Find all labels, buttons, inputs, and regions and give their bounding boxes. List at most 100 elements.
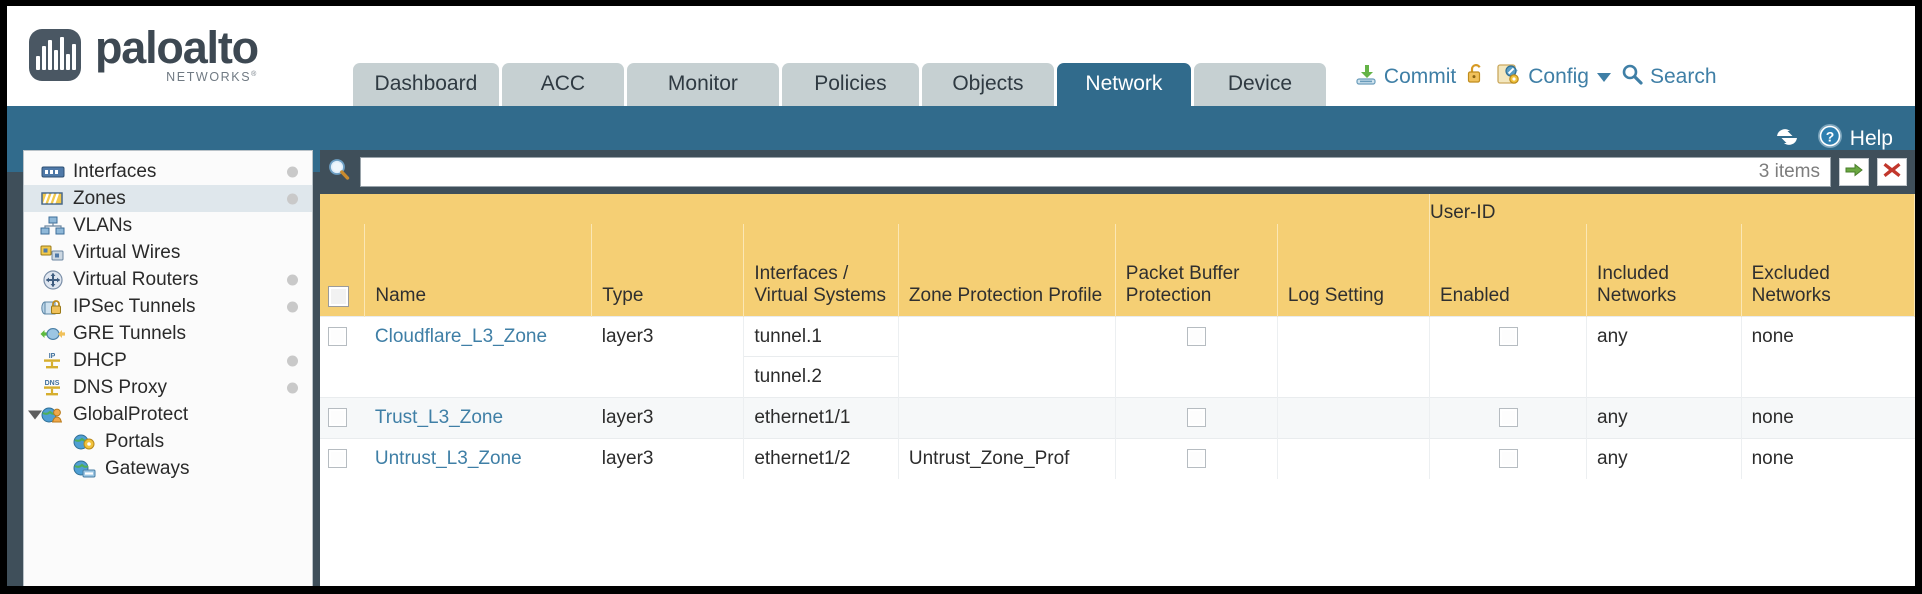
virtual-routers-icon (40, 269, 66, 290)
dns-proxy-icon: DNS (40, 378, 66, 398)
column-header-name[interactable]: Name (364, 224, 593, 316)
sidebar-item-label: Virtual Routers (73, 268, 199, 290)
row-select-cell[interactable] (320, 437, 365, 479)
row-checkbox[interactable] (328, 449, 347, 469)
packet-buffer-protection-checkbox[interactable] (1186, 449, 1206, 469)
config-menu[interactable]: Config (1496, 62, 1611, 92)
search-magnifier-icon[interactable] (326, 157, 352, 188)
sidebar-item-virtual-routers[interactable]: Virtual Routers (24, 266, 312, 293)
svg-text:DNS: DNS (45, 380, 60, 387)
sidebar-item-label: Virtual Wires (73, 241, 181, 263)
tab-policies[interactable]: Policies (781, 62, 919, 106)
help-button[interactable]: ? Help (1816, 122, 1893, 156)
table-row[interactable]: Untrust_L3_Zone layer3 ethernet1/2 Untru… (320, 437, 1915, 479)
chevron-down-icon[interactable] (1596, 72, 1611, 82)
status-dot (287, 382, 298, 393)
sidebar-item-portals[interactable]: Portals (24, 428, 312, 455)
tab-device[interactable]: Device (1193, 62, 1326, 106)
tab-acc[interactable]: ACC (501, 62, 624, 106)
top-action-bar: Commit (1354, 62, 1717, 92)
cell-included-networks: any (1586, 315, 1742, 398)
zone-name-link[interactable]: Untrust_L3_Zone (374, 447, 522, 469)
search-label: Search (1649, 65, 1717, 88)
ipsec-tunnels-icon (40, 297, 66, 317)
cell-name[interactable]: Trust_L3_Zone (364, 397, 592, 439)
column-header-included-networks[interactable]: Included Networks (1586, 224, 1742, 316)
column-header-log-setting[interactable]: Log Setting (1277, 224, 1430, 316)
cell-log-setting (1276, 315, 1430, 398)
column-header-type[interactable]: Type (591, 224, 745, 316)
zones-search-box[interactable]: 3 items (360, 157, 1831, 187)
header-group-blank (320, 194, 1430, 224)
packet-buffer-protection-checkbox[interactable] (1186, 408, 1206, 428)
column-header-interfaces[interactable]: Interfaces / Virtual Systems (743, 224, 899, 316)
select-all-checkbox[interactable] (328, 285, 349, 307)
cell-type: layer3 (591, 437, 744, 479)
commit-label: Commit (1383, 65, 1457, 88)
row-select-cell[interactable] (320, 315, 365, 398)
commit-button[interactable]: Commit (1354, 62, 1456, 92)
tab-dashboard[interactable]: Dashboard (352, 62, 499, 106)
row-checkbox[interactable] (328, 326, 347, 346)
zone-name-link[interactable]: Cloudflare_L3_Zone (374, 325, 548, 347)
interfaces-icon (40, 162, 66, 182)
sidebar-item-ipsec-tunnels[interactable]: IPSec Tunnels (24, 293, 312, 320)
dhcp-icon: IP (40, 351, 66, 371)
sidebar-item-label: GRE Tunnels (73, 322, 186, 344)
sidebar-item-label: Gateways (105, 457, 190, 479)
user-id-enabled-checkbox[interactable] (1498, 326, 1518, 346)
cell-name[interactable]: Untrust_L3_Zone (364, 437, 592, 479)
cell-name[interactable]: Cloudflare_L3_Zone (364, 315, 592, 398)
sidebar-item-gateways[interactable]: Gateways (24, 455, 312, 482)
column-header-zone-protection-profile[interactable]: Zone Protection Profile (898, 224, 1116, 316)
cell-user-id-enabled[interactable] (1428, 315, 1587, 398)
cell-included-networks: any (1586, 437, 1742, 479)
search-input[interactable] (361, 158, 1759, 186)
row-select-cell[interactable] (320, 397, 365, 439)
gateways-icon (72, 459, 98, 479)
row-checkbox[interactable] (328, 408, 347, 428)
apply-filter-button[interactable] (1839, 158, 1869, 186)
interface-entry: tunnel.1 (744, 317, 898, 358)
zones-filter-bar: 3 items (320, 150, 1915, 194)
cell-packet-buffer-protection[interactable] (1114, 437, 1278, 479)
user-id-enabled-checkbox[interactable] (1498, 408, 1518, 428)
cell-packet-buffer-protection[interactable] (1114, 397, 1278, 439)
page-body: Interfaces Zones (7, 150, 1915, 586)
tab-network[interactable]: Network (1056, 62, 1191, 106)
user-id-enabled-checkbox[interactable] (1498, 449, 1518, 469)
column-header-excluded-networks[interactable]: Excluded Networks (1741, 224, 1915, 316)
sidebar-item-label: IPSec Tunnels (73, 295, 196, 317)
select-all-header[interactable] (320, 224, 366, 316)
gre-tunnels-icon (40, 324, 66, 344)
interface-entry: ethernet1/2 (754, 447, 851, 469)
sidebar-item-gre-tunnels[interactable]: GRE Tunnels (24, 320, 312, 347)
status-dot (287, 301, 298, 312)
refresh-icon[interactable] (1772, 124, 1802, 155)
cell-packet-buffer-protection[interactable] (1114, 315, 1278, 398)
padlock-unlocked-icon[interactable] (1465, 62, 1487, 92)
sidebar-item-dhcp[interactable]: IP DHCP (24, 347, 312, 374)
expander-triangle-icon[interactable] (28, 410, 42, 419)
sidebar-item-zones[interactable]: Zones (24, 185, 312, 212)
tab-objects[interactable]: Objects (921, 62, 1054, 106)
search-button[interactable]: Search (1620, 62, 1717, 92)
clear-filter-button[interactable] (1877, 158, 1907, 186)
tab-monitor[interactable]: Monitor (626, 62, 779, 106)
column-header-packet-buffer-protection[interactable]: Packet Buffer Protection (1115, 224, 1278, 316)
zone-name-link[interactable]: Trust_L3_Zone (374, 407, 504, 428)
table-row[interactable]: Trust_L3_Zone layer3 ethernet1/1 (320, 397, 1915, 439)
sidebar-item-globalprotect[interactable]: GlobalProtect (24, 401, 312, 428)
column-header-enabled[interactable]: Enabled (1429, 224, 1588, 316)
sidebar-item-label: Portals (105, 430, 165, 452)
packet-buffer-protection-checkbox[interactable] (1186, 326, 1206, 346)
cell-user-id-enabled[interactable] (1428, 437, 1587, 479)
sidebar-item-dns-proxy[interactable]: DNS DNS Proxy (24, 374, 312, 401)
sidebar-item-virtual-wires[interactable]: Virtual Wires (24, 239, 312, 266)
sidebar-item-interfaces[interactable]: Interfaces (24, 158, 312, 185)
cell-log-setting (1276, 397, 1430, 439)
table-row[interactable]: Cloudflare_L3_Zone layer3 tunnel.1 tunne… (320, 315, 1915, 398)
sidebar-item-vlans[interactable]: VLANs (24, 212, 312, 239)
cell-excluded-networks: none (1740, 437, 1915, 479)
cell-user-id-enabled[interactable] (1428, 397, 1587, 439)
